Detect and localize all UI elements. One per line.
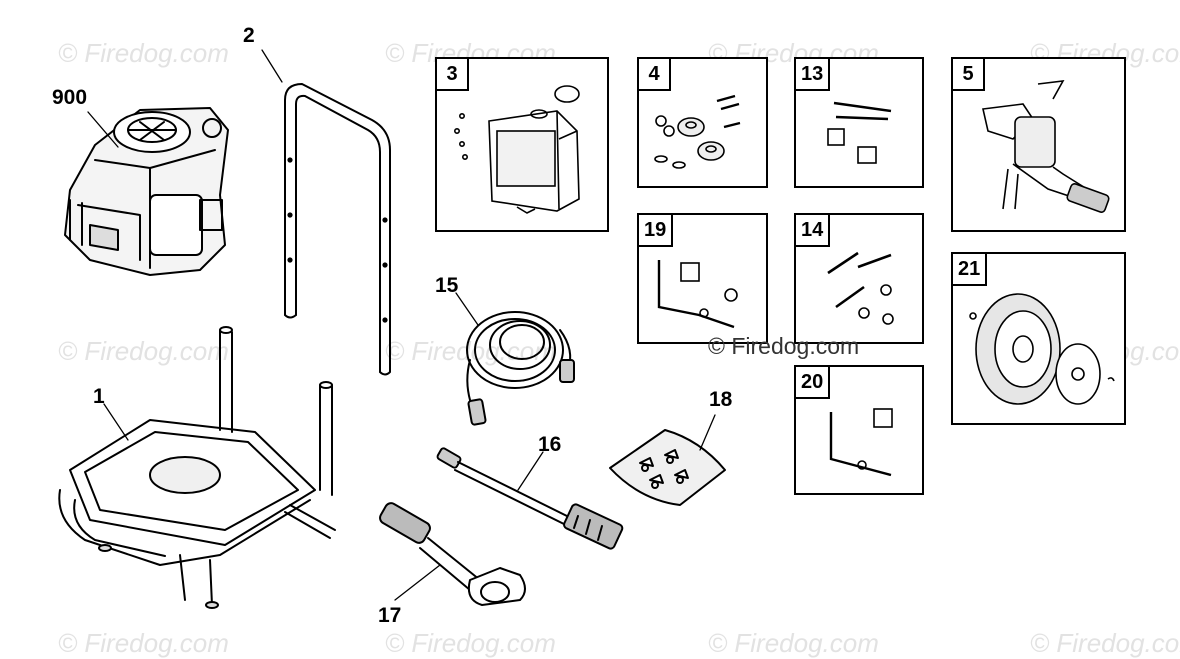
part-box-19: 19 [637, 213, 768, 344]
bolts-14-illustration [827, 251, 894, 325]
watermark: © Firedog.com [58, 336, 229, 366]
part-box-21: 21 [951, 252, 1126, 425]
callout-hose: 15 [435, 274, 459, 297]
watermark: © Firedog.com [708, 628, 879, 658]
part-number-tag: 21 [953, 254, 988, 286]
callout-engine: 900 [52, 86, 88, 109]
part-box-5: 5 [951, 57, 1126, 232]
part-box-13: 13 [794, 57, 924, 188]
wand-illustration [436, 447, 624, 550]
engine-illustration [64, 107, 229, 276]
pump-illustration [982, 80, 1110, 213]
watermark: © Firedog.com [385, 628, 556, 658]
part-number-tag: 14 [796, 215, 831, 247]
part-box-4: 4 [637, 57, 768, 188]
frame-illustration [58, 326, 336, 609]
part-number-tag: 19 [639, 215, 674, 247]
watermark: © Firedog.com [1030, 628, 1180, 658]
watermark: © Firedog.com [58, 628, 229, 658]
callout-bag: 18 [709, 388, 733, 411]
callout-frame: 1 [93, 385, 105, 408]
kit-20-illustration [829, 408, 893, 477]
part-number-tag: 13 [796, 59, 831, 91]
part-number-tag: 3 [437, 59, 469, 91]
part-number-tag: 20 [796, 367, 831, 399]
handle-illustration [284, 83, 391, 376]
watermark: © Firedog.com [58, 38, 229, 68]
hose-illustration [466, 311, 575, 426]
bolts-illustration [827, 101, 892, 164]
callout-wand: 16 [538, 433, 562, 456]
callout-gun: 17 [378, 604, 402, 627]
spray-gun-illustration [379, 502, 526, 606]
part-box-3: 3 [435, 57, 609, 232]
kit-19-illustration [657, 260, 738, 329]
part-number-tag: 4 [639, 59, 671, 91]
part-box-20: 20 [794, 365, 924, 495]
bearings-illustration [654, 94, 741, 169]
part-number-tag: 5 [953, 59, 985, 91]
watermark-center: © Firedog.com [708, 333, 860, 359]
part-box-14: 14 [794, 213, 924, 344]
wheel-illustration [969, 293, 1115, 405]
callout-handle: 2 [243, 24, 255, 47]
hardware-bag-illustration [609, 429, 726, 506]
panel-illustration [453, 85, 580, 214]
